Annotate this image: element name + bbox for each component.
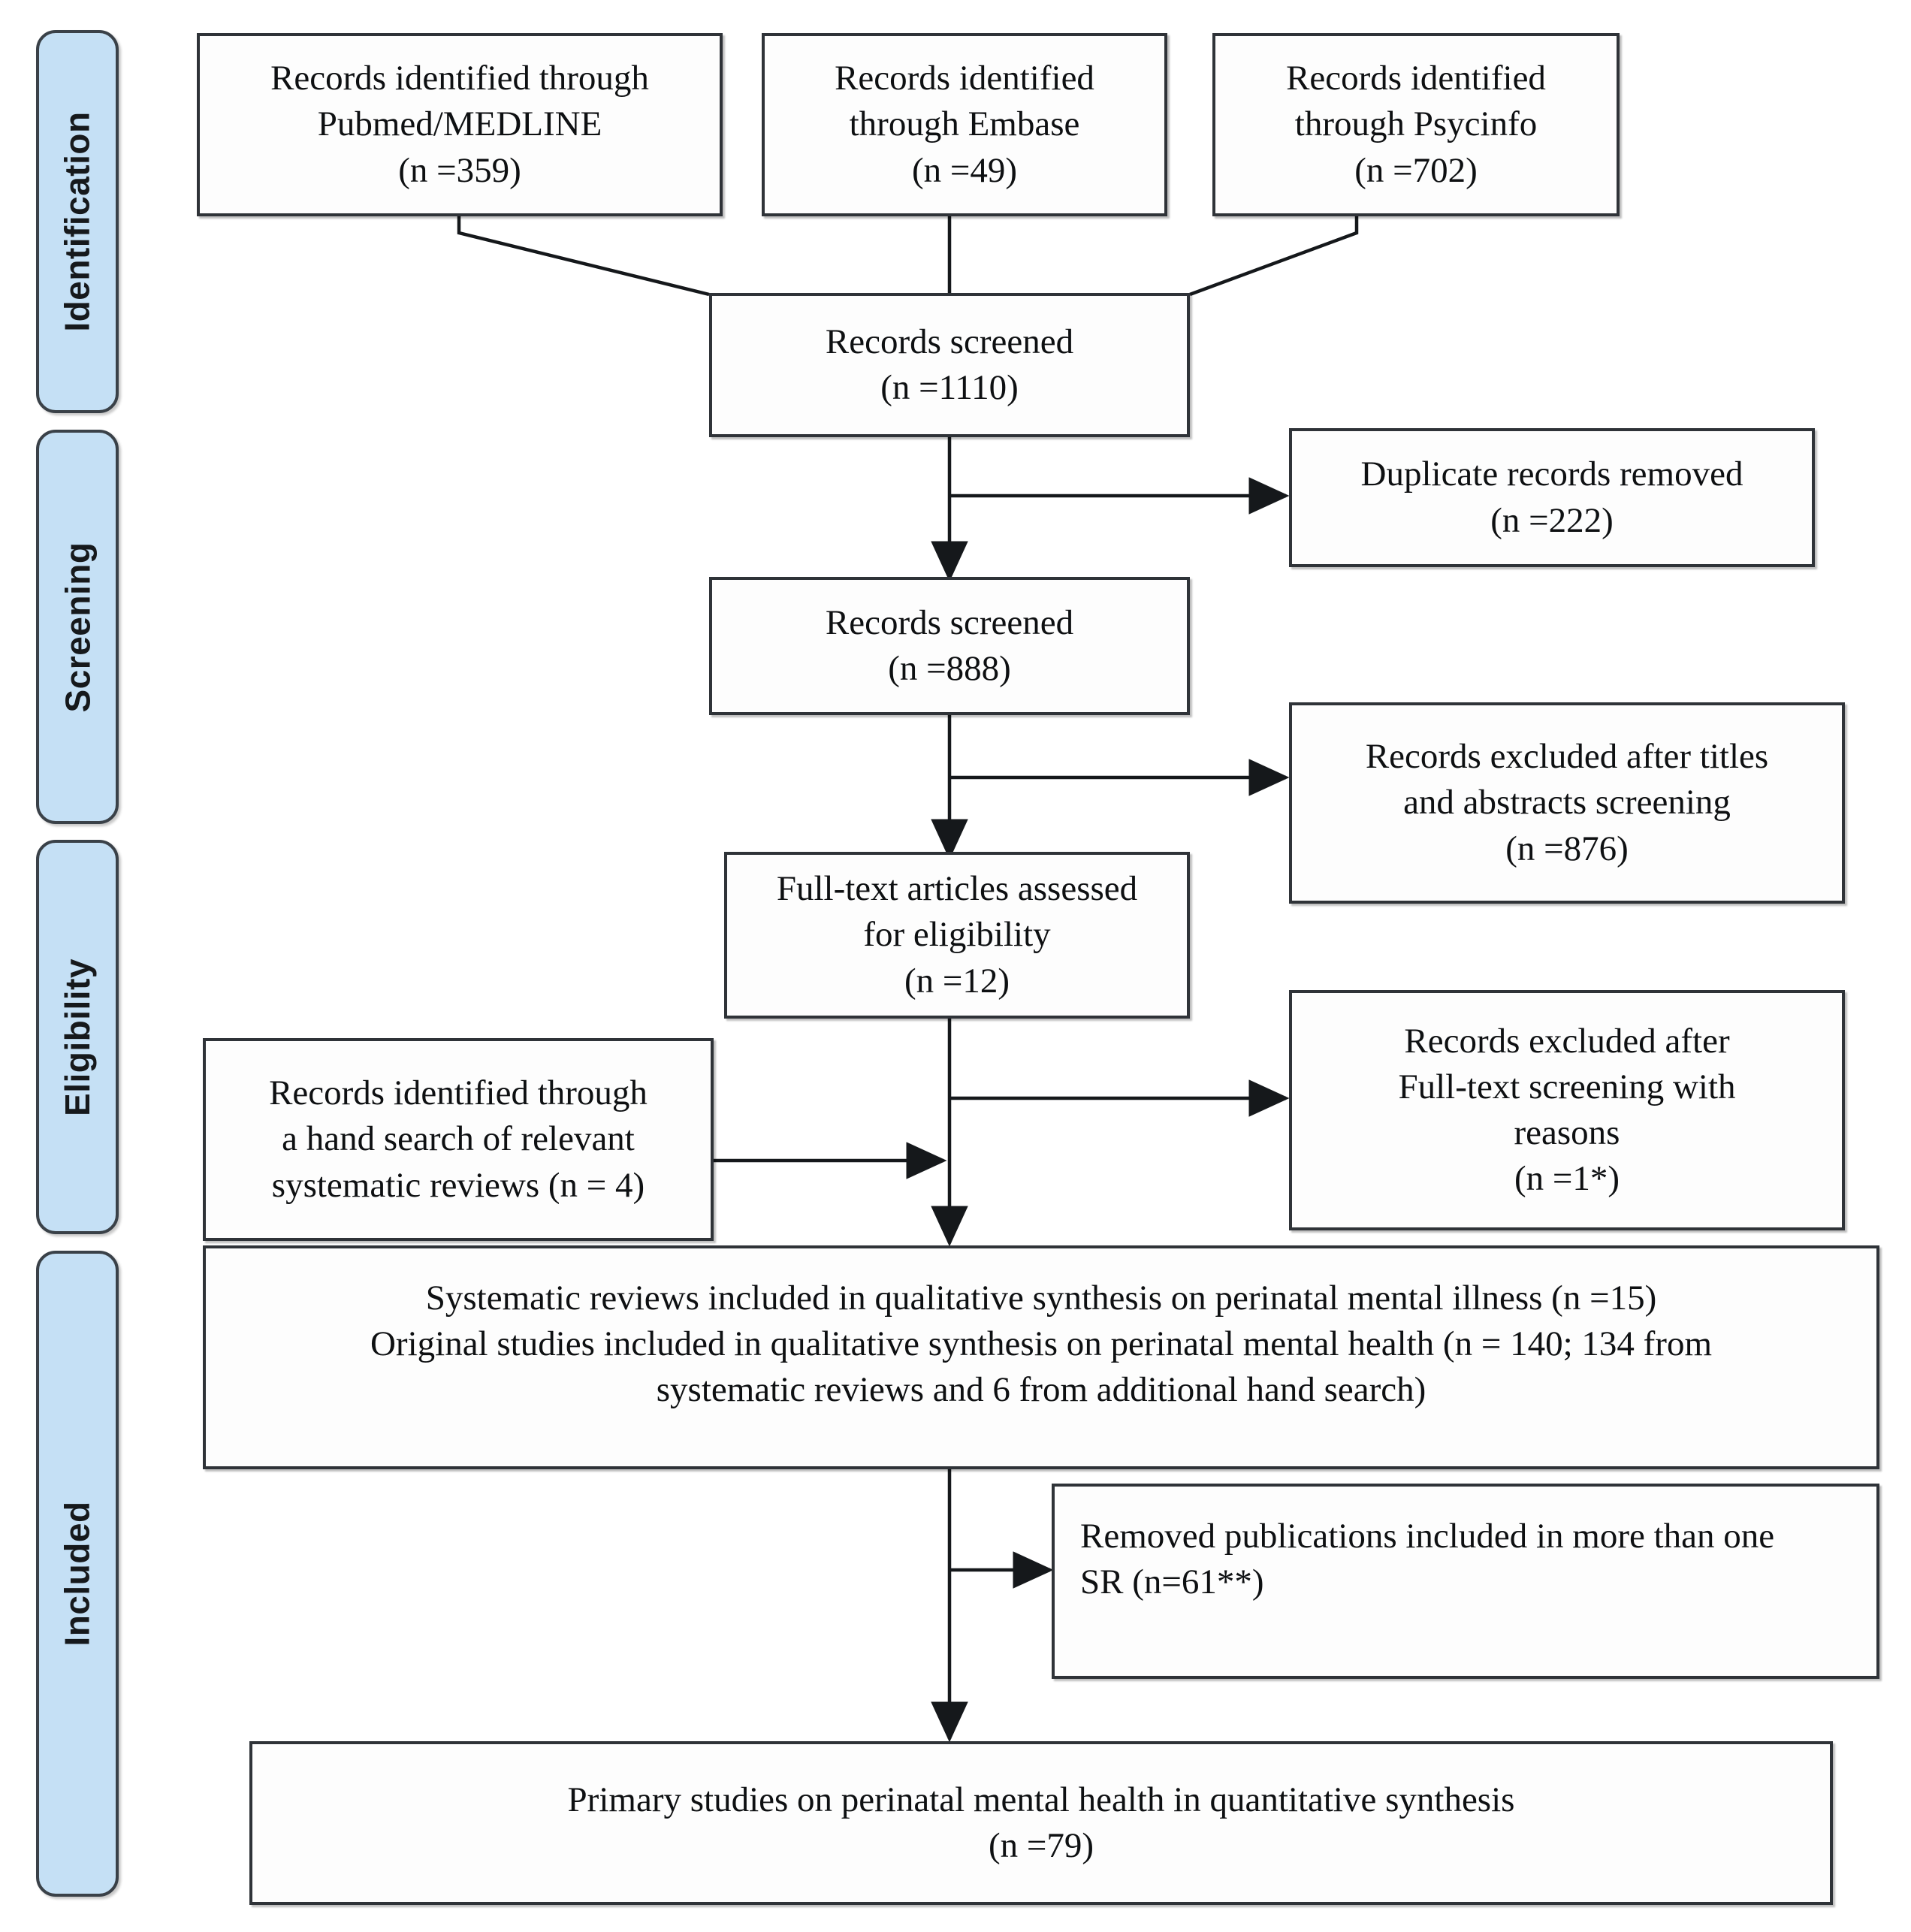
box-primary-studies: Primary studies on perinatal mental heal… [249, 1741, 1833, 1905]
screened-888-count: (n =888) [888, 649, 1011, 688]
removed-count: SR (n=61**) [1080, 1562, 1264, 1602]
phase-screening-label: Screening [58, 542, 98, 712]
pubmed-count: (n =359) [398, 150, 521, 190]
wire-psycinfo-to-screened [1189, 216, 1359, 297]
excluded-fulltext-line-1: Records excluded after [1404, 1021, 1730, 1061]
wire-pubmed-to-screened [457, 216, 710, 297]
pubmed-line-1: Records identified through [270, 59, 649, 98]
box-excluded-fulltext: Records excluded after Full-text screeni… [1289, 990, 1845, 1230]
psycinfo-line-1: Records identified [1286, 59, 1546, 98]
pubmed-line-2: Pubmed/MEDLINE [317, 104, 602, 144]
synthesis-line-1: Systematic reviews included in qualitati… [425, 1278, 1657, 1318]
box-fulltext-assessed: Full-text articles assessed for eligibil… [724, 852, 1190, 1019]
excluded-fulltext-line-3: reasons [1514, 1113, 1620, 1152]
duplicates-line-1: Duplicate records removed [1360, 454, 1743, 494]
excluded-fulltext-count: (n =1*) [1514, 1159, 1620, 1199]
fulltext-line-1: Full-text articles assessed [776, 869, 1138, 909]
screened-1110-line-1: Records screened [825, 321, 1074, 361]
psycinfo-line-2: through Psycinfo [1294, 104, 1538, 144]
synthesis-line-2: Original studies included in qualitative… [370, 1324, 1713, 1364]
box-records-embase: Records identified through Embase (n =49… [762, 33, 1167, 216]
box-records-screened-888: Records screened (n =888) [709, 577, 1190, 715]
fulltext-line-2: for eligibility [863, 915, 1051, 955]
phase-included: Included [36, 1251, 119, 1897]
box-duplicate-records-removed: Duplicate records removed (n =222) [1289, 428, 1815, 567]
screened-888-line-1: Records screened [825, 602, 1074, 642]
box-records-screened-1110: Records screened (n =1110) [709, 293, 1190, 437]
box-removed-publications: Removed publications included in more th… [1052, 1484, 1879, 1679]
synthesis-line-3: systematic reviews and 6 from additional… [656, 1370, 1426, 1410]
box-hand-search: Records identified through a hand search… [203, 1038, 714, 1241]
embase-line-2: through Embase [849, 104, 1080, 144]
excluded-fulltext-line-2: Full-text screening with [1398, 1067, 1736, 1106]
phase-included-label: Included [58, 1501, 97, 1647]
phase-identification-label: Identification [58, 111, 98, 332]
excluded-titles-line-1: Records excluded after titles [1365, 737, 1769, 777]
primary-line-1: Primary studies on perinatal mental heal… [567, 1780, 1515, 1819]
phase-eligibility-label: Eligibility [58, 958, 97, 1116]
removed-line-1: Removed publications included in more th… [1080, 1517, 1775, 1556]
box-qualitative-synthesis: Systematic reviews included in qualitati… [203, 1245, 1879, 1469]
handsearch-line-2: a hand search of relevant [282, 1119, 635, 1159]
excluded-titles-line-2: and abstracts screening [1403, 783, 1731, 823]
duplicates-count: (n =222) [1490, 500, 1614, 540]
box-excluded-titles-abstracts: Records excluded after titles and abstra… [1289, 702, 1845, 904]
screened-1110-count: (n =1110) [880, 368, 1019, 407]
phase-screening: Screening [36, 430, 119, 824]
box-records-psycinfo: Records identified through Psycinfo (n =… [1212, 33, 1620, 216]
psycinfo-count: (n =702) [1354, 150, 1478, 190]
excluded-titles-count: (n =876) [1505, 829, 1629, 868]
phase-identification: Identification [36, 30, 119, 413]
primary-count: (n =79) [988, 1826, 1094, 1865]
embase-line-1: Records identified [835, 59, 1094, 98]
fulltext-count: (n =12) [904, 961, 1010, 1001]
handsearch-line-1: Records identified through [269, 1073, 648, 1113]
embase-count: (n =49) [911, 150, 1018, 190]
box-records-pubmed: Records identified through Pubmed/MEDLIN… [197, 33, 723, 216]
handsearch-line-3: systematic reviews (n = 4) [271, 1165, 645, 1205]
phase-eligibility: Eligibility [36, 840, 119, 1234]
